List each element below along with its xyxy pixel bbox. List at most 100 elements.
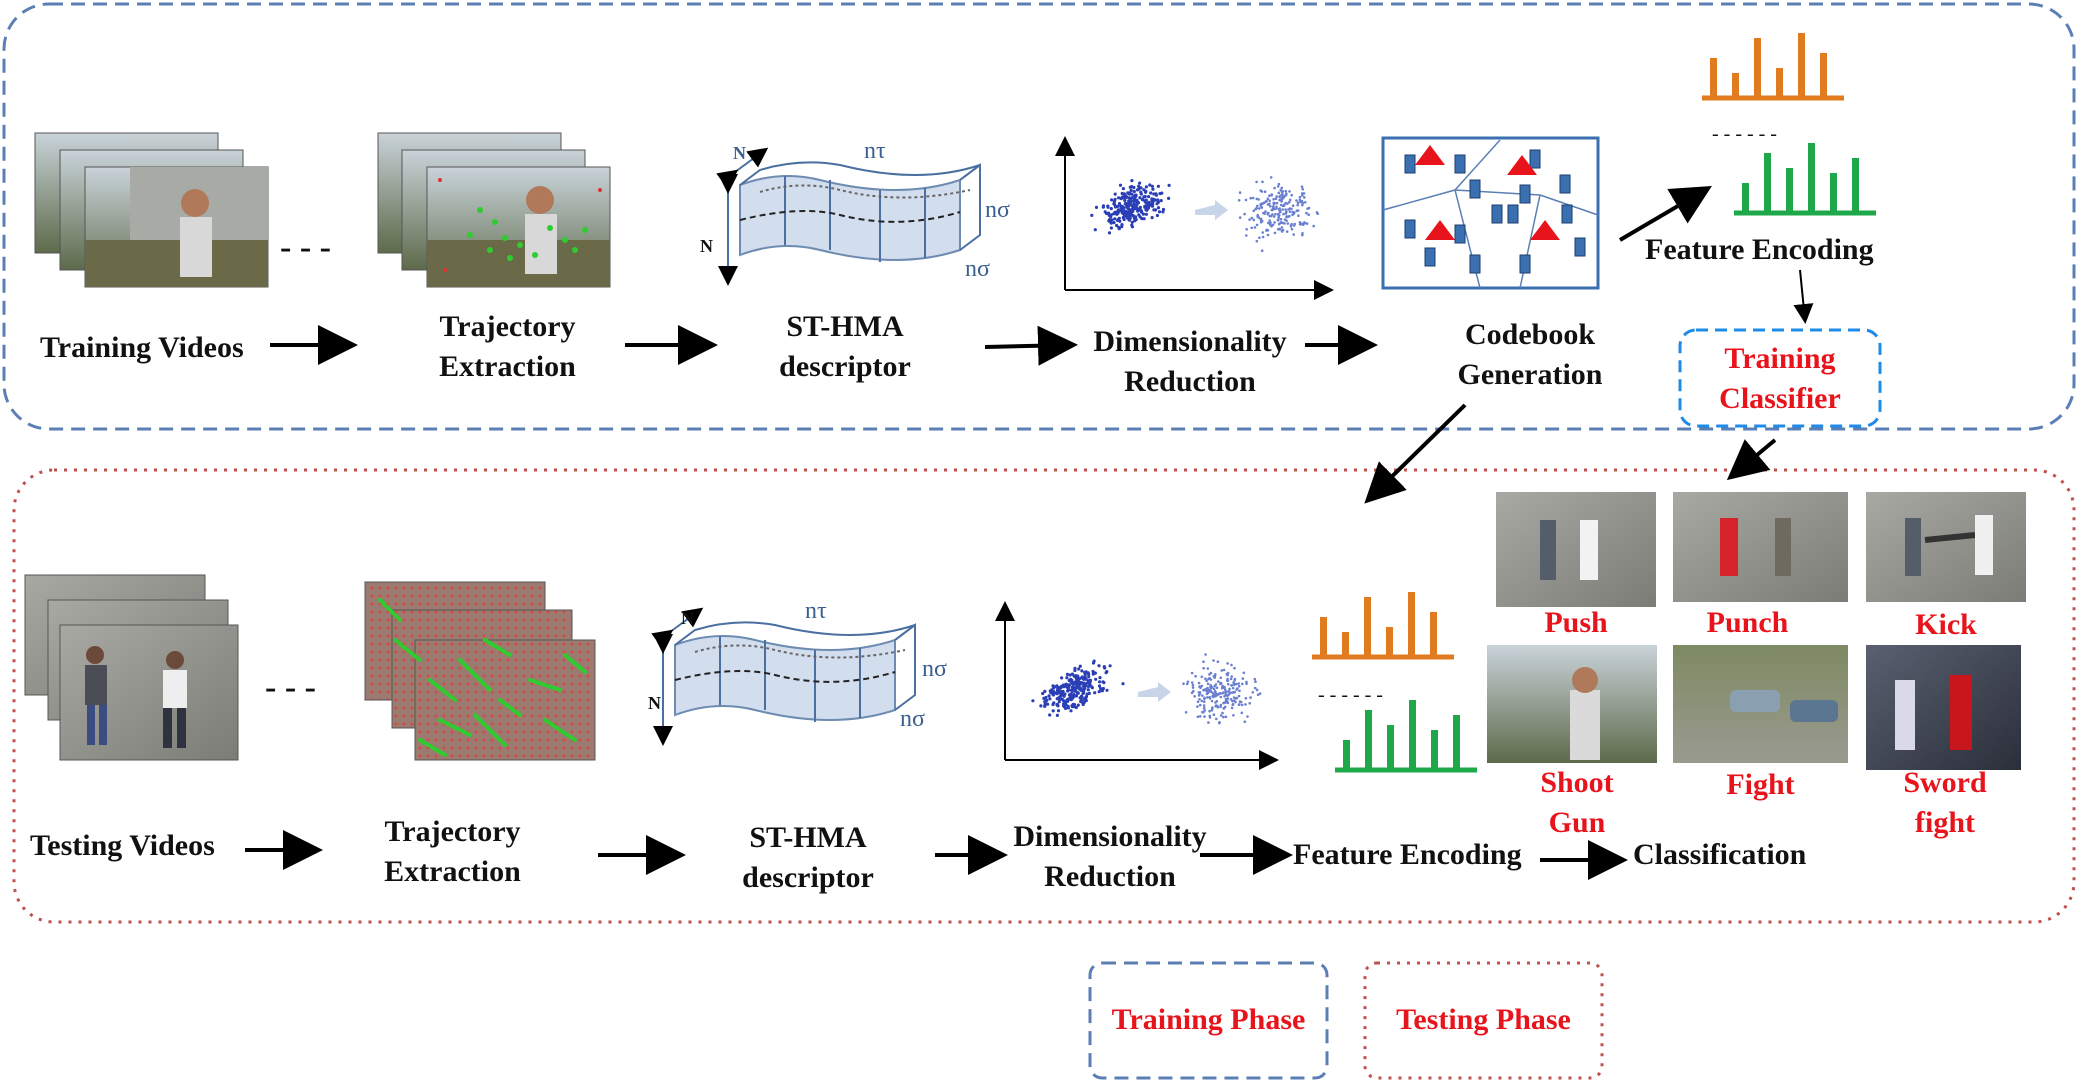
scatter-point bbox=[1132, 199, 1136, 203]
scatter-point bbox=[1243, 720, 1247, 723]
class-thumbnails bbox=[1487, 492, 2026, 770]
scatter-point bbox=[1134, 205, 1138, 210]
scatter-point bbox=[1290, 207, 1293, 211]
scatter-point bbox=[1275, 195, 1278, 198]
scatter-point bbox=[1302, 192, 1306, 195]
scatter-point bbox=[1301, 232, 1304, 235]
scatter-point bbox=[1224, 715, 1228, 719]
scatter-point bbox=[1275, 201, 1279, 205]
scatter-point bbox=[1260, 249, 1264, 252]
scatter-point bbox=[1237, 682, 1240, 685]
scatter-point bbox=[1316, 212, 1319, 215]
scatter-point bbox=[1248, 702, 1251, 705]
scatter-point bbox=[1233, 679, 1236, 682]
scatter-point bbox=[1225, 672, 1229, 676]
scatter-point bbox=[1087, 675, 1091, 679]
scatter-point bbox=[1307, 213, 1310, 216]
scatter-point bbox=[1107, 231, 1112, 235]
scatter-point bbox=[1276, 185, 1280, 188]
testing-descriptor-label: ST-HMA descriptor bbox=[742, 821, 874, 894]
scatter-point bbox=[1239, 700, 1243, 704]
scatter-point bbox=[1119, 196, 1123, 200]
histogram-bar bbox=[1754, 38, 1761, 98]
scatter-point bbox=[1238, 216, 1242, 219]
scatter-point bbox=[1266, 211, 1270, 215]
scatter-point bbox=[1229, 677, 1233, 681]
scatter-point bbox=[1182, 682, 1185, 685]
scatter-point bbox=[1288, 198, 1292, 202]
scatter-point bbox=[1266, 233, 1270, 237]
scatter-point bbox=[1160, 191, 1164, 195]
training-classifier-label: Training Classifier bbox=[1719, 342, 1841, 415]
scatter-point bbox=[1109, 207, 1113, 211]
scatter-point bbox=[1074, 705, 1078, 710]
scatter-point bbox=[1130, 196, 1134, 200]
scatter-point bbox=[1300, 185, 1304, 188]
scatter-point bbox=[1282, 204, 1286, 207]
scatter-point bbox=[1256, 693, 1260, 697]
scatter-point bbox=[1244, 696, 1248, 700]
scatter-point bbox=[1097, 684, 1102, 688]
scatter-point bbox=[1212, 675, 1216, 678]
scatter-point bbox=[1207, 721, 1210, 724]
scatter-point bbox=[1151, 201, 1155, 205]
scatter-point bbox=[1157, 210, 1162, 214]
scatter-point bbox=[1271, 208, 1274, 211]
scatter-point bbox=[1218, 721, 1221, 725]
scatter-point bbox=[1305, 222, 1309, 225]
scatter-point bbox=[1117, 216, 1121, 220]
scatter-point bbox=[1282, 195, 1286, 199]
scatter-point bbox=[1133, 219, 1137, 223]
scatter-point bbox=[1148, 183, 1152, 187]
scatter-point bbox=[1237, 694, 1241, 698]
scatter-point bbox=[1113, 217, 1117, 221]
scatter-point bbox=[1206, 686, 1209, 690]
testing-dots: - - - bbox=[265, 669, 316, 706]
scatter-point bbox=[1108, 664, 1112, 668]
scatter-point bbox=[1215, 686, 1219, 689]
scatter-point bbox=[1249, 196, 1252, 200]
legend-training-box bbox=[1088, 961, 1329, 1080]
scatter-point bbox=[1244, 198, 1248, 202]
scatter-point bbox=[1226, 662, 1229, 665]
scatter-point bbox=[1061, 692, 1065, 696]
scatter-point bbox=[1266, 197, 1270, 200]
scatter-point bbox=[1268, 223, 1272, 227]
training-phase-region bbox=[2, 2, 2076, 431]
scatter-point bbox=[1053, 685, 1057, 689]
scatter-point bbox=[1198, 692, 1202, 695]
histogram-bar bbox=[1852, 158, 1859, 213]
scatter-point bbox=[1099, 687, 1103, 691]
scatter-point bbox=[1198, 715, 1202, 718]
scatter-point bbox=[1196, 705, 1199, 708]
scatter-point bbox=[1250, 216, 1254, 220]
scatter-point bbox=[1298, 195, 1302, 199]
scatter-point bbox=[1093, 671, 1097, 675]
testing-encoding-label: Feature Encoding bbox=[1293, 838, 1522, 871]
scatter-point bbox=[1090, 686, 1094, 690]
scatter-point bbox=[1251, 691, 1255, 694]
scatter-point bbox=[1273, 221, 1276, 224]
scatter-point bbox=[1265, 229, 1268, 232]
scatter-point bbox=[1283, 222, 1286, 225]
scatter-point bbox=[1208, 695, 1211, 699]
scatter-point bbox=[1064, 682, 1068, 686]
scatter-point bbox=[1264, 210, 1267, 213]
scatter-point bbox=[1255, 239, 1259, 243]
scatter-point bbox=[1151, 187, 1155, 191]
scatter-point bbox=[1154, 193, 1158, 197]
scatter-point bbox=[1252, 209, 1256, 213]
scatter-point bbox=[1222, 707, 1226, 710]
scatter-point bbox=[1125, 211, 1130, 216]
scatter-point bbox=[1298, 223, 1302, 226]
scatter-point bbox=[1123, 198, 1127, 203]
scatter-point bbox=[1121, 215, 1125, 220]
scatter-point bbox=[1213, 693, 1216, 696]
testing-trajectory-frames bbox=[364, 581, 596, 761]
scatter-point bbox=[1273, 201, 1276, 205]
scatter-point bbox=[1132, 202, 1136, 206]
scatter-point bbox=[1255, 688, 1259, 692]
scatter-point bbox=[1144, 189, 1148, 193]
legend-testing-label: Testing Phase bbox=[1396, 1003, 1571, 1036]
scatter-point bbox=[1235, 688, 1238, 691]
